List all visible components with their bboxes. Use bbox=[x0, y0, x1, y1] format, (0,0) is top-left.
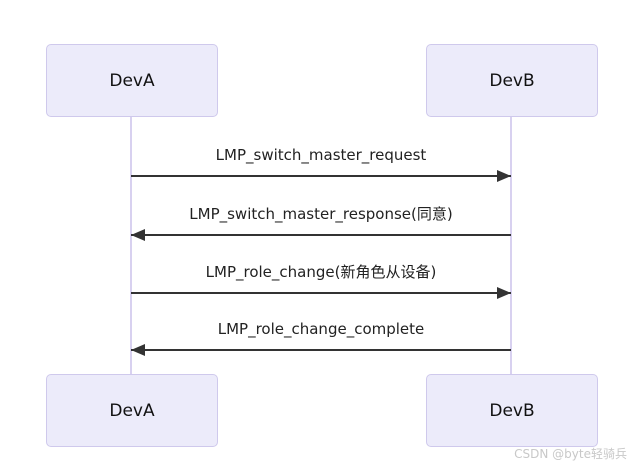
actor-devb-bottom: DevB bbox=[426, 374, 598, 447]
actor-label: DevA bbox=[109, 70, 155, 91]
actor-label: DevB bbox=[489, 400, 535, 421]
lifeline-deva bbox=[130, 117, 132, 374]
arrowhead-right-icon bbox=[497, 170, 511, 182]
message-label: LMP_switch_master_response(同意) bbox=[189, 205, 453, 223]
actor-label: DevA bbox=[109, 400, 155, 421]
message-label: LMP_role_change_complete bbox=[217, 320, 425, 338]
message-label: LMP_role_change(新角色从设备) bbox=[205, 263, 437, 281]
message-label: LMP_switch_master_request bbox=[215, 146, 427, 164]
lifeline-devb bbox=[510, 117, 512, 374]
actor-deva-bottom: DevA bbox=[46, 374, 218, 447]
message-arrow-line bbox=[131, 349, 511, 351]
message-arrow-line bbox=[131, 234, 511, 236]
arrowhead-left-icon bbox=[131, 344, 145, 356]
actor-devb-top: DevB bbox=[426, 44, 598, 117]
arrowhead-right-icon bbox=[497, 287, 511, 299]
actor-label: DevB bbox=[489, 70, 535, 91]
watermark: CSDN @byte轻骑兵 bbox=[514, 447, 627, 461]
actor-deva-top: DevA bbox=[46, 44, 218, 117]
message-arrow-line bbox=[131, 292, 511, 294]
arrowhead-left-icon bbox=[131, 229, 145, 241]
message-arrow-line bbox=[131, 175, 511, 177]
